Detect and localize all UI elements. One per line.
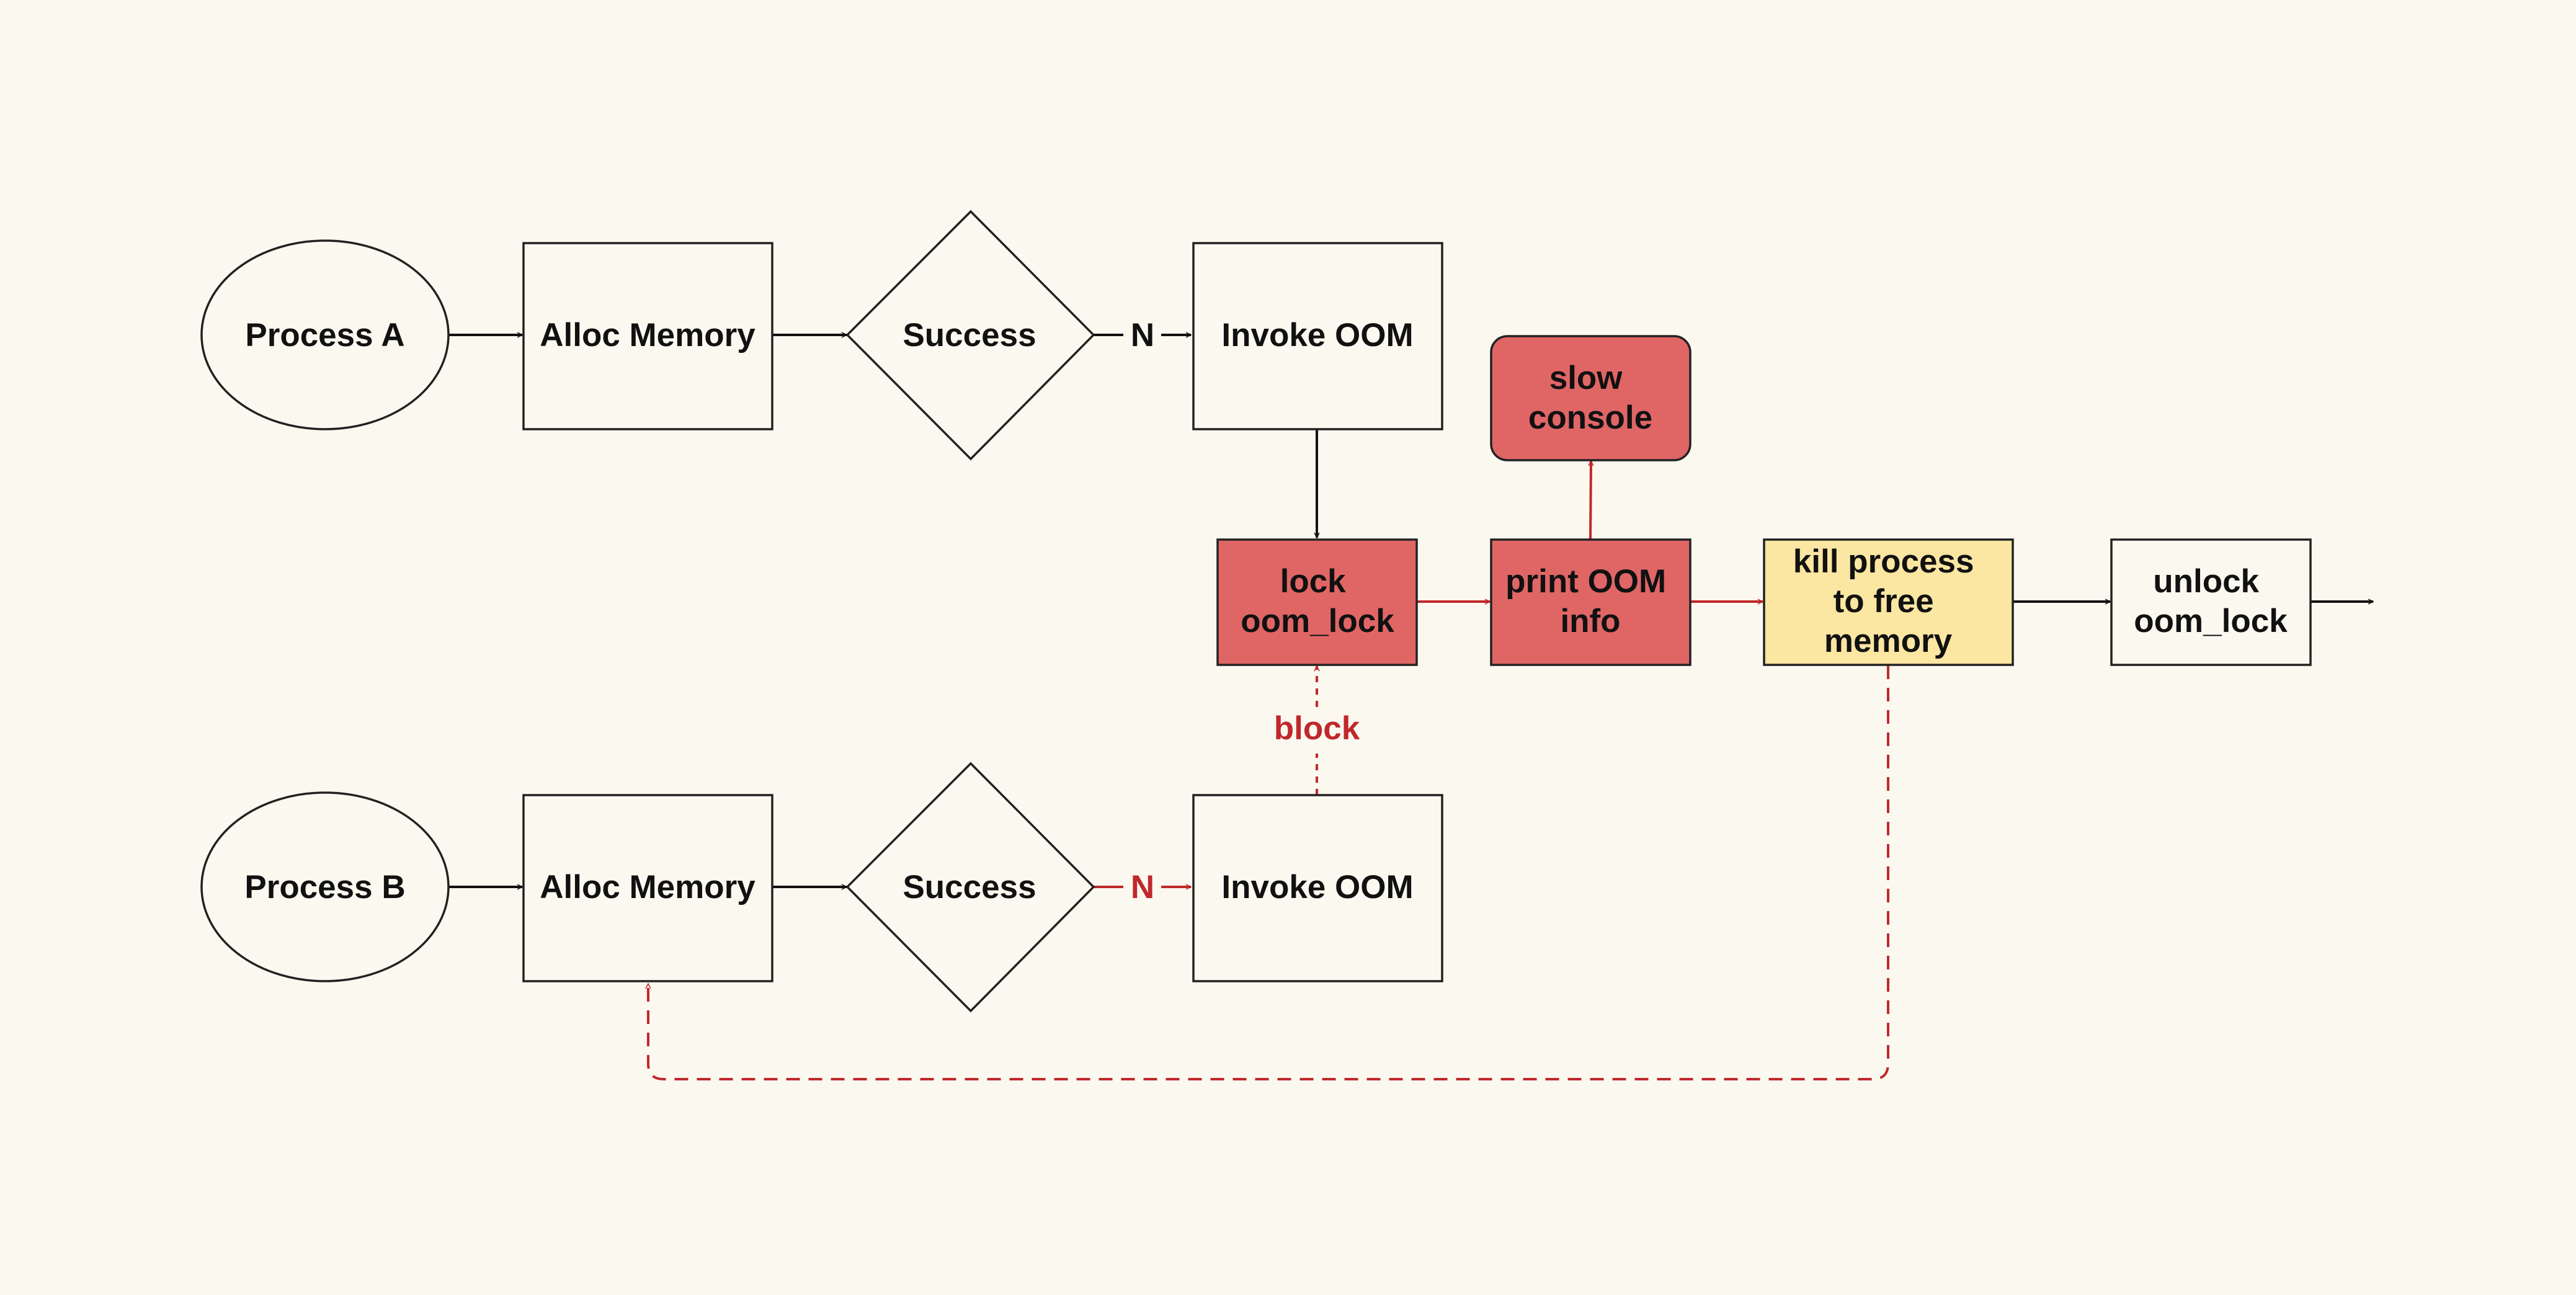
alloc-memory-a-label: Alloc Memory [540,317,755,354]
alloc-memory-a-node: Alloc Memory [522,242,773,430]
success-a-label: Success [902,317,1036,354]
n-label-a: N [1131,317,1154,354]
edge-print-to-slow-console [1590,461,1591,540]
invoke-oom-a-label: Invoke OOM [1221,317,1413,354]
invoke-oom-b-node: Invoke OOM [1192,794,1443,982]
edges [449,335,2373,1080]
edge-kill-to-alloc-b [648,665,1889,1080]
lock-oom-lock-label: lock oom_lock [1241,563,1394,639]
invoke-oom-a-node: Invoke OOM [1192,242,1443,430]
process-a-node: Process A [200,239,450,430]
alloc-memory-b-label: Alloc Memory [540,869,755,906]
process-b-label: Process B [244,869,405,906]
print-oom-info-label: print OOM info [1505,563,1675,639]
slow-console-node: slow console [1490,335,1691,461]
n-label-b: N [1131,869,1154,906]
success-a-decision: Success [845,210,1095,461]
unlock-oom-lock-node: unlock oom_lock [2110,538,2312,666]
slow-console-label: slow console [1528,360,1652,436]
success-b-label: Success [902,869,1036,906]
process-b-node: Process B [200,791,450,982]
kill-process-node: kill process to free memory [1763,538,2014,666]
print-oom-info-node: print OOM info [1490,538,1691,666]
process-a-label: Process A [245,317,404,354]
kill-process-label: kill process to free memory [1793,543,1983,659]
lock-oom-lock-node: lock oom_lock [1216,538,1418,666]
alloc-memory-b-node: Alloc Memory [522,794,773,982]
invoke-oom-b-label: Invoke OOM [1221,869,1413,906]
unlock-oom-lock-label: unlock oom_lock [2134,563,2288,639]
success-b-decision: Success [845,762,1095,1013]
block-label: block [1274,710,1360,747]
